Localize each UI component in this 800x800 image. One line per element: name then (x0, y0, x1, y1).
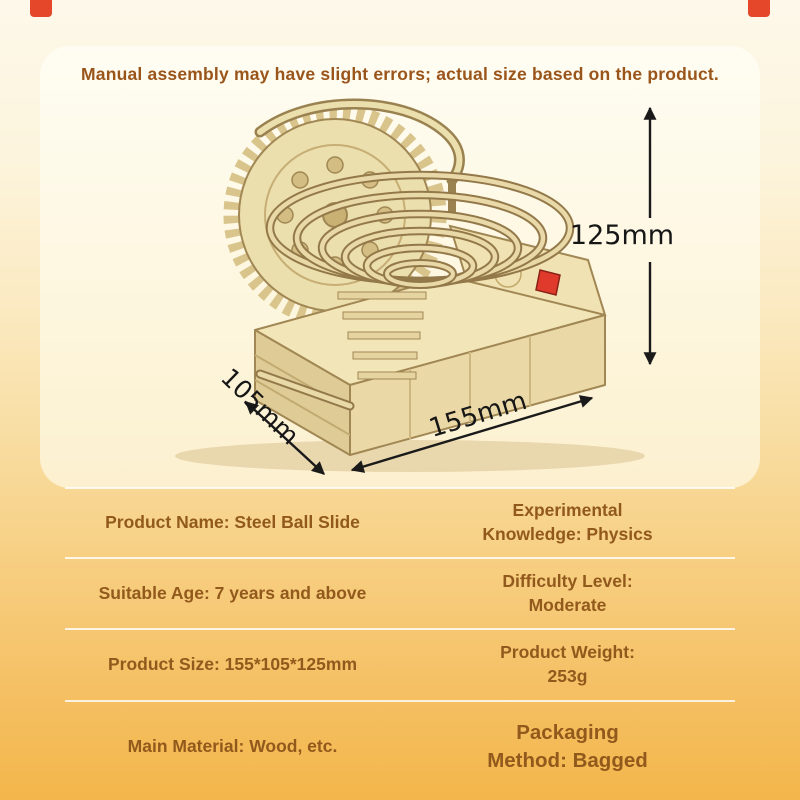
power-switch (535, 269, 561, 296)
spec-row: Suitable Age: 7 years and above Difficul… (65, 557, 735, 628)
dimension-height-label: 125mm (569, 220, 675, 251)
disclaimer-text: Manual assembly may have slight errors; … (81, 64, 719, 84)
exit-track (255, 369, 355, 411)
product-shadow (175, 440, 645, 472)
top-right-red-tab (748, 0, 770, 17)
spec-row: Product Size: 155*105*125mm Product Weig… (65, 628, 735, 700)
spec-row: Product Name: Steel Ball Slide Experimen… (65, 487, 735, 557)
spec-cell-left: Product Size: 155*105*125mm (107, 654, 358, 675)
top-left-red-tab (30, 0, 52, 17)
spec-cell-left: Suitable Age: 7 years and above (98, 582, 367, 603)
spec-cell-right: Packaging Method: Bagged (487, 721, 648, 772)
spec-cell-right: Product Weight: 253g (500, 642, 635, 686)
spec-cell-left: Product Name: Steel Ball Slide (105, 512, 360, 533)
spec-cell-left: Main Material: Wood, etc. (127, 736, 338, 757)
spec-table: Product Name: Steel Ball Slide Experimen… (65, 487, 735, 792)
product-illustration (175, 98, 645, 472)
support-column (337, 291, 427, 380)
spec-cell-right: Difficulty Level: Moderate (502, 570, 633, 615)
spiral-track (265, 170, 575, 289)
spec-row: Main Material: Wood, etc. Packaging Meth… (65, 700, 735, 792)
spec-cell-right: Experimental Knowledge: Physics (482, 500, 653, 544)
